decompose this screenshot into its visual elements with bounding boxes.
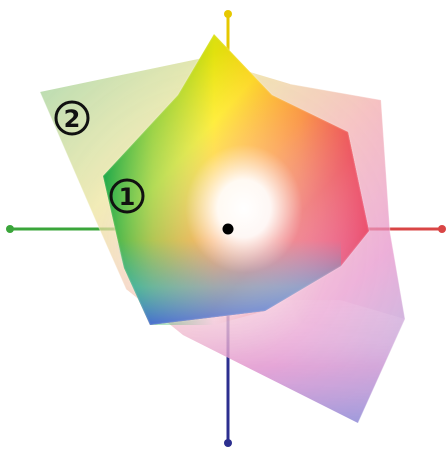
origin-point — [223, 224, 234, 235]
axis-left-endpoint — [6, 225, 14, 233]
axis-right-endpoint — [438, 225, 446, 233]
inner-gamut-badge-label: 1 — [119, 183, 136, 211]
axis-bottom-endpoint — [224, 439, 232, 447]
origin-marker — [223, 224, 234, 235]
axis-top-endpoint — [224, 10, 232, 18]
outer-gamut-badge-label: 2 — [64, 105, 81, 133]
